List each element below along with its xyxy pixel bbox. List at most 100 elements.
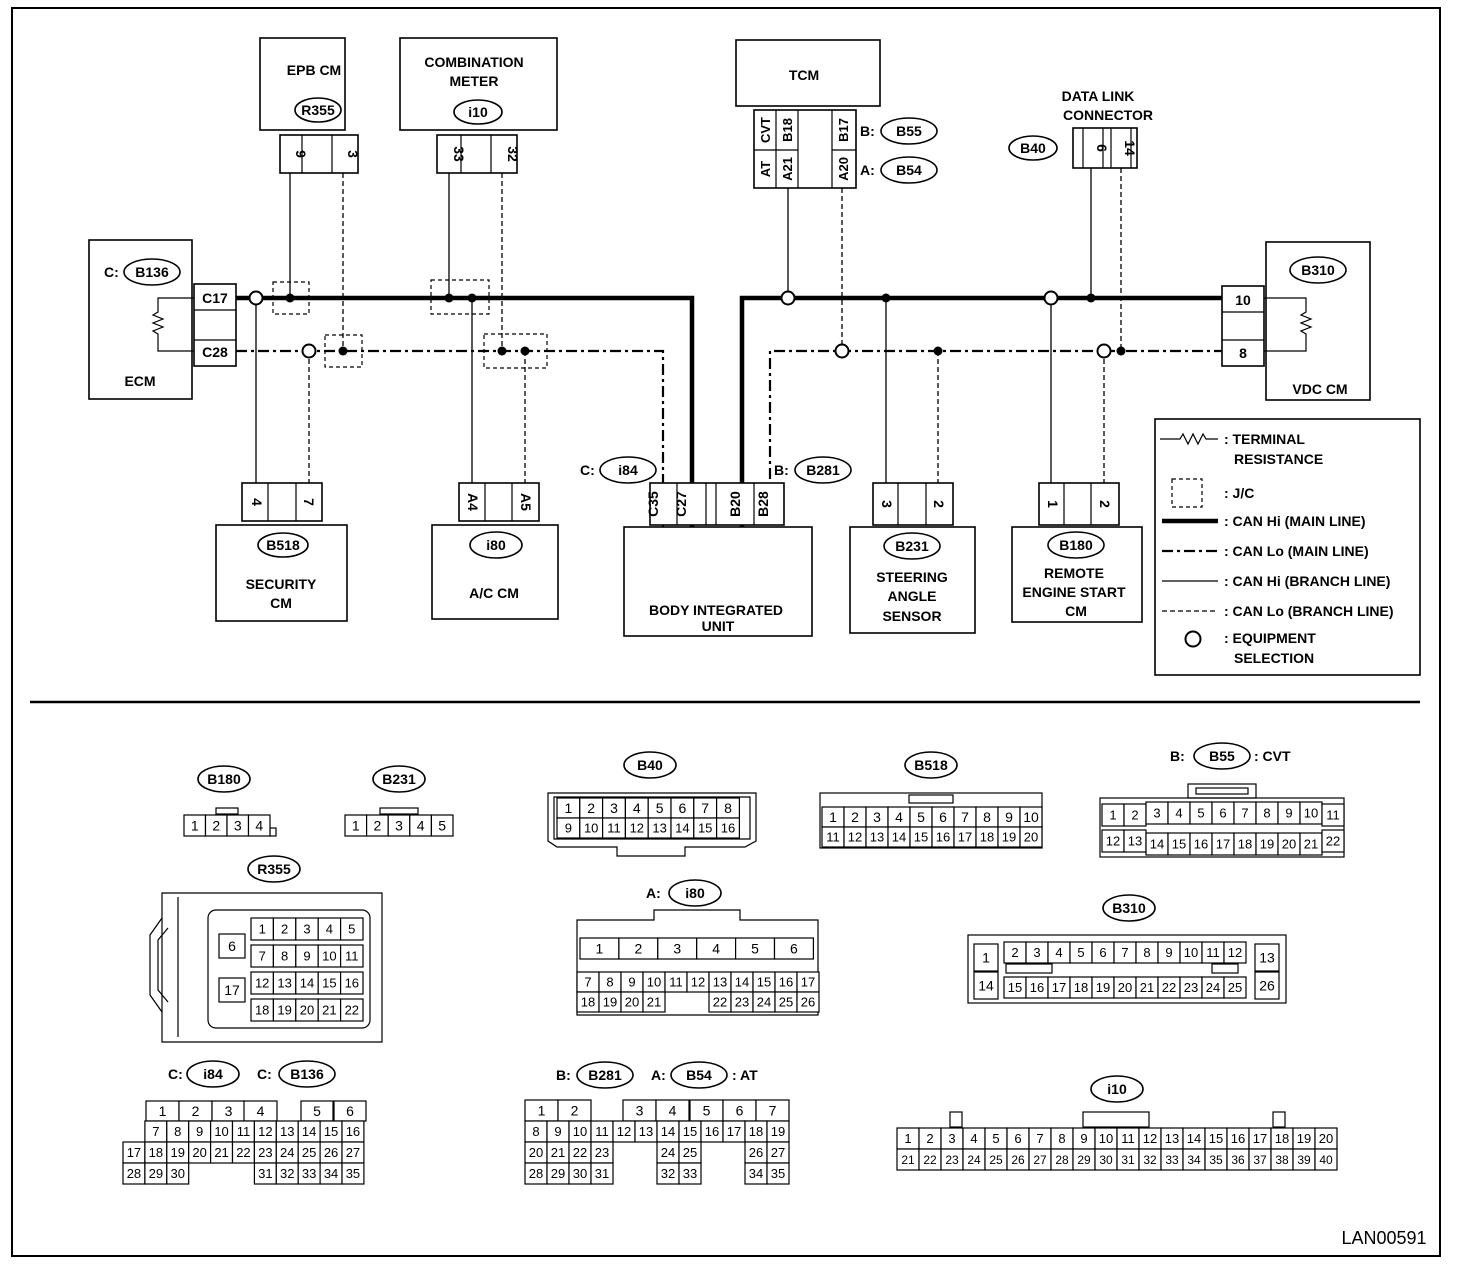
b55-pin: 8 [1263, 806, 1270, 821]
ac-pin-a5: A5 [518, 493, 534, 511]
i80-pin: 9 [628, 975, 635, 990]
i80-pin: 22 [713, 995, 727, 1010]
b518-pin: 9 [1005, 809, 1013, 825]
b281-pin: 26 [749, 1145, 763, 1160]
b40-pin: 5 [656, 800, 664, 816]
b310-pin: 6 [1099, 945, 1106, 960]
b40-pin: 14 [675, 821, 689, 836]
r355-cell [340, 944, 364, 968]
b310-pin: 18 [1074, 980, 1088, 995]
b518-pin: 13 [870, 830, 884, 845]
b281-pin: 35 [771, 1166, 785, 1181]
i84-pin: 2 [192, 1103, 200, 1119]
b310-pin: 22 [1162, 980, 1176, 995]
b518-pin: 10 [1023, 809, 1039, 825]
r355-pin: 1 [259, 922, 266, 937]
b55-pin: 6 [1219, 806, 1226, 821]
i84-pin: 19 [171, 1145, 185, 1160]
i10-pin: 40 [1319, 1153, 1333, 1167]
b55-pin: 17 [1216, 837, 1230, 852]
b281-cell [678, 1162, 702, 1185]
i80-pin: 13 [713, 975, 727, 990]
i80-cell [773, 937, 815, 960]
b40-pin: 3 [610, 800, 618, 816]
b281-pin: 23 [595, 1145, 609, 1160]
biu-conn-b281: B281 [806, 462, 840, 478]
b40-pin: 6 [679, 800, 687, 816]
b55-pin: 14 [1150, 837, 1164, 852]
i80-pin: 1 [596, 941, 604, 957]
jc-box [430, 279, 490, 315]
security-label-2: CM [270, 595, 292, 611]
i84-view-label: i84 [203, 1066, 223, 1082]
legend-can-lo-main: : CAN Lo (MAIN LINE) [1224, 543, 1369, 559]
b180-cell [247, 814, 271, 837]
biu-pin-b20: B20 [727, 491, 743, 517]
can-lo-main-right [768, 349, 1222, 545]
r355-pin: 2 [281, 922, 288, 937]
security-cm-module: 4 7 B518 SECURITY CM [215, 482, 348, 622]
i10-pin: 23 [945, 1153, 959, 1167]
b310-pin: 12 [1228, 945, 1242, 960]
b281-pin: 34 [749, 1166, 763, 1181]
b55-pin: 9 [1285, 806, 1292, 821]
b55-pin: 4 [1175, 806, 1182, 821]
b281-pin: 10 [573, 1124, 587, 1139]
i84-pin: 23 [258, 1145, 272, 1160]
legend-can-hi-branch: : CAN Hi (BRANCH LINE) [1224, 573, 1390, 589]
r355-pin: 8 [281, 949, 288, 964]
i80-pin: 25 [779, 995, 793, 1010]
i80-pin: 23 [735, 995, 749, 1010]
i84-pin: 28 [127, 1166, 141, 1181]
i10-pin: 20 [1319, 1131, 1333, 1146]
i84-pin: 31 [258, 1166, 272, 1181]
i84-pin: 13 [280, 1124, 294, 1139]
i80-pin: 24 [757, 995, 771, 1010]
b310-pin: 15 [1008, 980, 1022, 995]
steering-label-1: STEERING [876, 569, 948, 585]
b518-cell [1019, 826, 1043, 848]
i84-pin: 27 [346, 1145, 360, 1160]
tcm-a-prefix: A: [860, 162, 875, 178]
i80-pin: 8 [606, 975, 613, 990]
b40-view-label: B40 [637, 757, 663, 773]
legend: : TERMINAL RESISTANCE : J/C : CAN Hi (MA… [1154, 418, 1421, 676]
b310-key [1211, 963, 1239, 974]
b281-pin: 4 [669, 1103, 677, 1119]
tcm-pin-b18: B18 [780, 118, 795, 142]
b310-pin: 3 [1033, 945, 1040, 960]
i80-cell [796, 991, 820, 1013]
ecm-prefix: C: [104, 264, 119, 280]
legend-equip-2: SELECTION [1234, 650, 1314, 666]
i10-pin: 18 [1275, 1131, 1289, 1146]
ecm-pin-c17: C17 [202, 290, 228, 306]
i84-pin: 14 [302, 1124, 316, 1139]
b310-pin: 1 [982, 950, 990, 966]
b310-pin: 14 [978, 978, 994, 994]
b310-pin: 19 [1096, 980, 1110, 995]
dlc-label-2: CONNECTOR [1063, 107, 1153, 123]
i84-pin: 1 [159, 1103, 167, 1119]
legend-can-hi-main: : CAN Hi (MAIN LINE) [1224, 513, 1366, 529]
b55-pin: 3 [1153, 806, 1160, 821]
connector-labels: B180 B231 B40 B518 B: B55 : CVT R355 A: … [168, 742, 1291, 1103]
b54-view-label: B54 [686, 1067, 712, 1083]
data-link-connector: DATA LINK CONNECTOR B40 6 14 [1008, 88, 1153, 169]
b281-pin: 28 [529, 1166, 543, 1181]
dlc-pin-6: 6 [1094, 144, 1110, 152]
b281-pin: 22 [573, 1145, 587, 1160]
r355-pin: 14 [300, 976, 314, 991]
b310-key [1005, 963, 1053, 974]
i84-pin: 33 [302, 1166, 316, 1181]
b281-pin: 2 [571, 1103, 579, 1119]
i10-pin: 12 [1143, 1131, 1157, 1146]
i10-pin: 14 [1187, 1131, 1201, 1146]
b281-pin: 3 [636, 1103, 644, 1119]
meter-label-1: COMBINATION [424, 54, 523, 70]
i84-pin: 3 [225, 1103, 233, 1119]
b281-pin: 32 [661, 1166, 675, 1181]
b281-pin: 20 [529, 1145, 543, 1160]
jc-box [324, 334, 363, 368]
biu-pin-c35: C35 [645, 491, 661, 517]
